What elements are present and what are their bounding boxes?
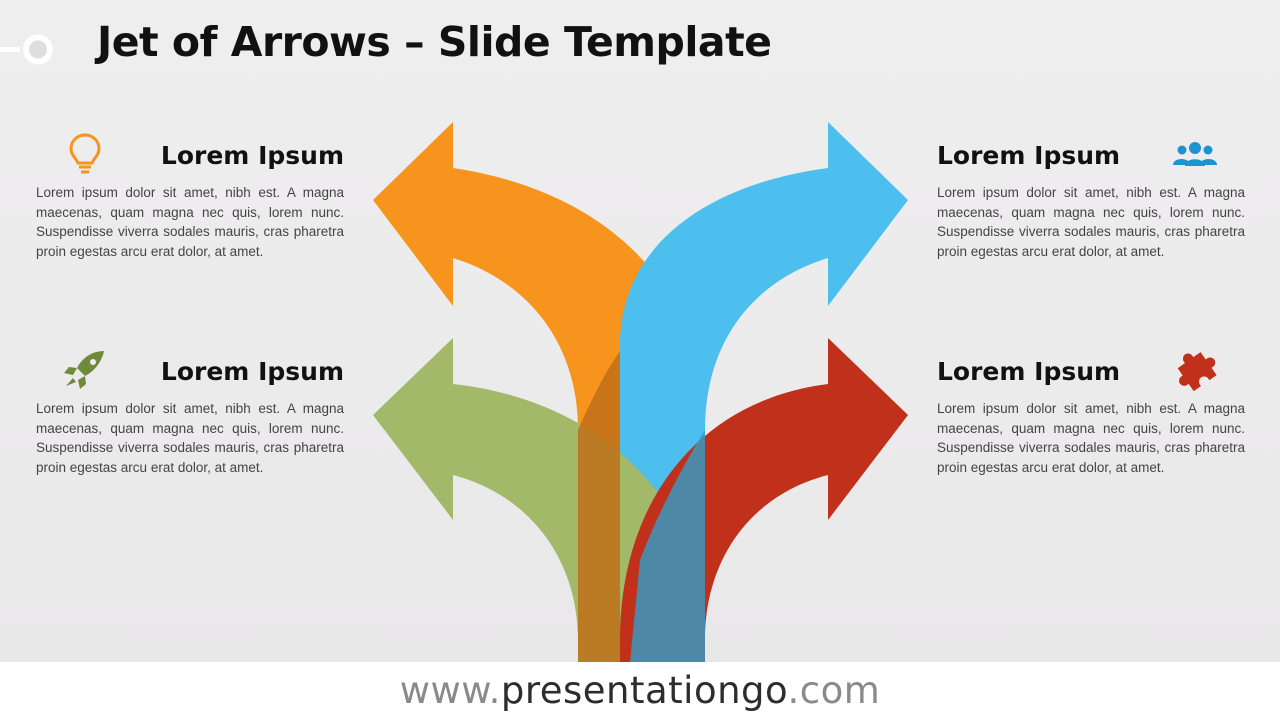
arrow-green <box>373 338 705 662</box>
block-text: Lorem ipsum dolor sit amet, nibh est. A … <box>937 401 1245 475</box>
block-heading: Lorem Ipsum <box>160 141 344 170</box>
rocket-icon <box>64 351 104 389</box>
slide-title: Jet of Arrows – Slide Template <box>97 18 772 66</box>
block-heading: Lorem Ipsum <box>160 357 344 386</box>
puzzle-icon <box>1177 352 1217 392</box>
slide-canvas: Jet of Arrows – Slide Template Lorem Ips… <box>0 0 1280 662</box>
footer-suffix: .com <box>787 669 881 712</box>
block-text: Lorem ipsum dolor sit amet, nibh est. A … <box>937 185 1245 259</box>
overlap-shade-blue <box>630 430 705 662</box>
block-heading: Lorem Ipsum <box>937 141 1121 170</box>
lightbulb-icon <box>69 133 101 174</box>
pushpin-icon <box>0 34 53 65</box>
people-icon <box>1173 142 1217 166</box>
footer-brand: presentationgo <box>500 669 788 712</box>
content-block-top-right: Lorem Ipsum Lorem ipsum dolor sit amet, … <box>937 139 1245 261</box>
block-text: Lorem ipsum dolor sit amet, nibh est. A … <box>36 401 344 475</box>
footer-url[interactable]: www.presentationgo.com <box>0 662 1280 720</box>
block-heading: Lorem Ipsum <box>937 357 1121 386</box>
content-block-top-left: Lorem Ipsum Lorem ipsum dolor sit amet, … <box>36 139 344 261</box>
block-text: Lorem ipsum dolor sit amet, nibh est. A … <box>36 185 344 259</box>
arrows-graphic <box>373 122 908 662</box>
footer-prefix: www. <box>399 669 501 712</box>
overlap-shade-orange <box>578 330 620 662</box>
content-block-bottom-right: Lorem Ipsum Lorem ipsum dolor sit amet, … <box>937 355 1245 477</box>
content-block-bottom-left: Lorem Ipsum Lorem ipsum dolor sit amet, … <box>36 355 344 477</box>
